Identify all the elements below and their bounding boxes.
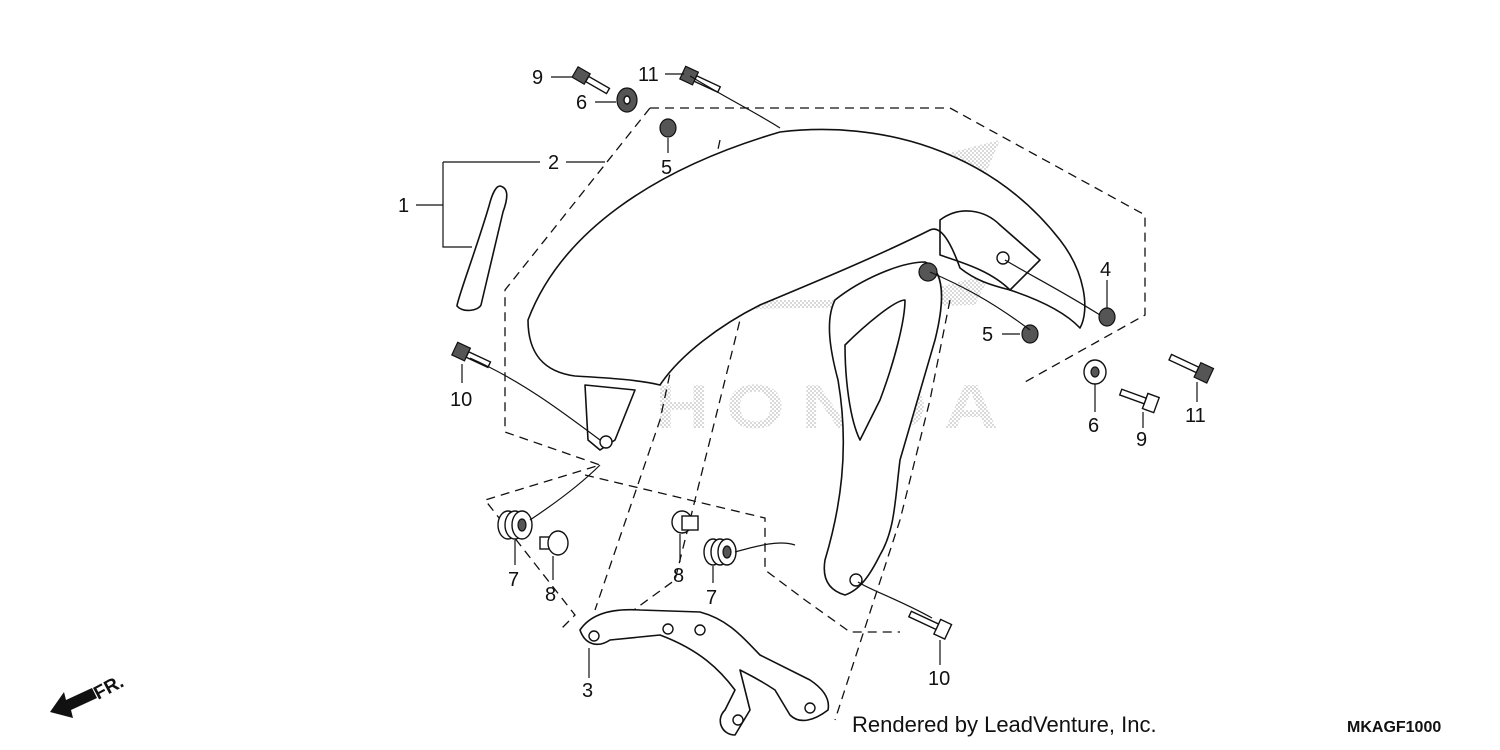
stay-hole-mid2 bbox=[694, 624, 706, 636]
bracket-hole bbox=[996, 251, 1010, 265]
stay-hole-mid bbox=[662, 623, 674, 635]
callout-8-left: 8 bbox=[545, 584, 556, 606]
fender-stay-part-3[interactable] bbox=[579, 608, 830, 736]
callout-9-right: 9 bbox=[1136, 429, 1147, 451]
callout-labels: 1 2 3 4 5 5 6 6 7 7 8 8 9 9 10 10 11 11 bbox=[398, 64, 1206, 702]
grommet-part-5-right[interactable] bbox=[1021, 324, 1039, 344]
stay-hole-right bbox=[804, 702, 816, 714]
grommet-part-5-upper[interactable] bbox=[659, 118, 677, 138]
callout-11-upper: 11 bbox=[638, 64, 659, 86]
callout-5-upper: 5 bbox=[661, 157, 672, 179]
callout-9-upper: 9 bbox=[532, 67, 543, 89]
nut-part-4[interactable] bbox=[1098, 307, 1116, 327]
callout-2: 2 bbox=[548, 152, 559, 174]
callout-1: 1 bbox=[398, 195, 409, 217]
callout-4: 4 bbox=[1100, 259, 1111, 281]
assembly-outline-lower bbox=[584, 474, 900, 633]
assembly-outlines bbox=[483, 107, 1146, 721]
hardware bbox=[450, 65, 1215, 640]
callout-8-right: 8 bbox=[673, 565, 684, 587]
cushion-part-7-right[interactable] bbox=[703, 538, 737, 566]
callout-7-left: 7 bbox=[508, 569, 519, 591]
callout-10-lower: 10 bbox=[928, 668, 950, 690]
fender-protector-part-1[interactable] bbox=[456, 185, 508, 312]
cushion-part-7-left[interactable] bbox=[497, 510, 533, 540]
grommet-fitted-upper bbox=[918, 262, 938, 282]
front-fender-rear-bracket bbox=[939, 210, 1041, 291]
front-fender-part-2[interactable] bbox=[527, 128, 1086, 596]
front-direction-label: FR. bbox=[90, 672, 127, 705]
callout-5-right: 5 bbox=[982, 324, 993, 346]
assembly-outline-rear bbox=[650, 107, 1146, 383]
fender-edge-guide bbox=[834, 299, 951, 721]
bolt-part-9-upper[interactable] bbox=[571, 65, 611, 96]
front-arrow-icon bbox=[50, 688, 97, 718]
front-fender-body[interactable] bbox=[527, 128, 1086, 386]
stay-hole-left bbox=[588, 630, 600, 642]
callout-7-right: 7 bbox=[706, 587, 717, 609]
bolt-part-11-upper[interactable] bbox=[678, 65, 722, 96]
callout-3: 3 bbox=[582, 680, 593, 702]
collar-part-8-right[interactable] bbox=[671, 510, 699, 534]
bolt-part-10-lower[interactable] bbox=[907, 607, 953, 640]
assembly-outline-front bbox=[483, 107, 651, 631]
fender-stay-body[interactable] bbox=[579, 608, 830, 736]
washer-part-6-upper-hole bbox=[623, 95, 631, 105]
stay-hole-bottom bbox=[732, 714, 744, 726]
side-panel-cutout bbox=[844, 299, 906, 441]
collar-part-8-left[interactable] bbox=[539, 530, 569, 556]
honda-wordmark: HONDA bbox=[655, 373, 1015, 442]
mount-tab-hole bbox=[599, 435, 613, 449]
front-direction-indicator: FR. bbox=[50, 672, 127, 718]
diagram-code: MKAGF1000 bbox=[1347, 719, 1441, 736]
leader-lines bbox=[416, 73, 1198, 678]
washer-part-6-right-hole bbox=[1090, 366, 1100, 378]
callout-6-right: 6 bbox=[1088, 415, 1099, 437]
callout-6-upper: 6 bbox=[576, 92, 587, 114]
side-panel-hole bbox=[849, 573, 863, 587]
credit-text: Rendered by LeadVenture, Inc. bbox=[852, 712, 1157, 737]
callout-10-left: 10 bbox=[450, 389, 472, 411]
callout-11-right: 11 bbox=[1185, 405, 1206, 427]
bolt-part-11-right[interactable] bbox=[1167, 350, 1215, 384]
bolt-part-10-left[interactable] bbox=[450, 341, 492, 371]
bolt-part-9-right[interactable] bbox=[1118, 385, 1161, 414]
